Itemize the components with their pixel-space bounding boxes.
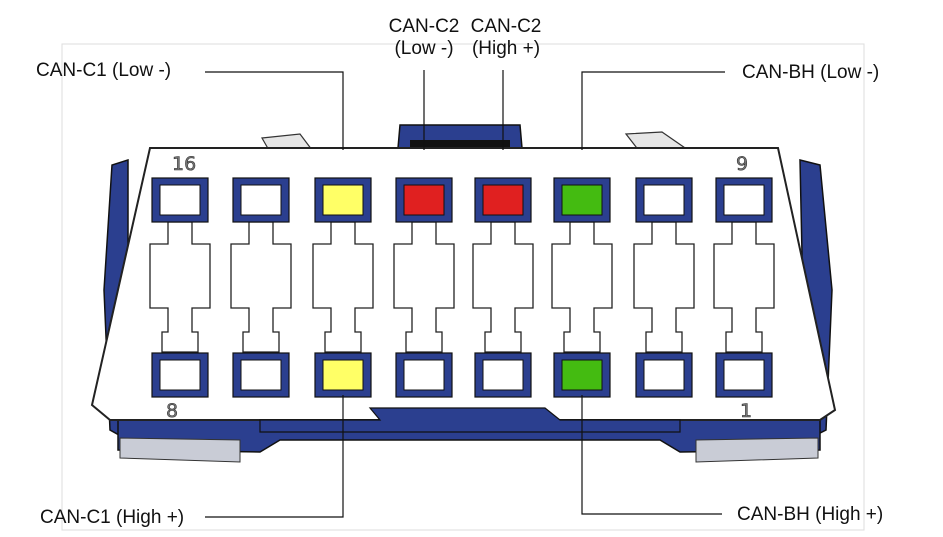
terminal-cavity <box>633 221 695 353</box>
pin-grid <box>151 177 773 398</box>
pin-contact-empty <box>240 184 282 216</box>
pin-contact-empty <box>159 184 201 216</box>
frame-border <box>61 43 865 531</box>
pin-contact-empty <box>723 359 765 391</box>
pin-bottom-5 <box>474 352 532 398</box>
pin-top-3 <box>314 177 372 223</box>
pin-bottom-1 <box>151 352 209 398</box>
pin-top-6 <box>553 177 611 223</box>
terminal-cavity <box>312 221 374 353</box>
pin-contact-empty <box>240 359 282 391</box>
pin-contact-empty <box>723 184 765 216</box>
pin-top-5 <box>474 177 532 223</box>
terminal-cavity <box>230 221 292 353</box>
label-can-c2-high: CAN-C2 (High +) <box>464 16 548 60</box>
pin-bottom-4 <box>395 352 453 398</box>
terminal-cavity <box>149 221 211 353</box>
label-can-c1-high: CAN-C1 (High +) <box>40 507 185 528</box>
pin-contact-empty <box>643 359 685 391</box>
terminal-cavities <box>149 221 775 353</box>
label-can-c2-low: CAN-C2 (Low -) <box>384 16 464 60</box>
label-can-c2-low-line1: CAN-C2 <box>388 16 460 37</box>
pin-bottom-6 <box>553 352 611 398</box>
pin-bottom-8 <box>715 352 773 398</box>
label-can-bh-high: CAN-BH (High +) <box>737 504 884 525</box>
label-can-c2-high-line2: (High +) <box>471 38 541 59</box>
pin-contact-empty <box>159 359 201 391</box>
bottom-rail <box>259 407 681 433</box>
pin-contact-green <box>561 184 603 216</box>
terminal-cavity <box>472 221 534 353</box>
pin-top-2 <box>232 177 290 223</box>
pin-contact-empty <box>403 359 445 391</box>
leader-can-c1-low <box>205 71 344 150</box>
leader-lines <box>205 70 725 518</box>
terminal-cavity <box>393 221 455 353</box>
label-can-c2-low-line2: (Low -) <box>394 38 454 59</box>
pin-number-9: 9 <box>736 153 748 175</box>
terminal-cavity <box>713 221 775 353</box>
leader-can-bh-low <box>581 71 725 150</box>
pin-top-1 <box>151 177 209 223</box>
pin-top-8 <box>715 177 773 223</box>
pin-number-16: 16 <box>172 153 196 175</box>
pin-bottom-7 <box>635 352 693 398</box>
pin-contact-yellow <box>322 359 364 391</box>
pin-contact-red <box>403 184 445 216</box>
label-can-c1-low: CAN-C1 (Low -) <box>36 60 172 81</box>
terminal-cavity <box>551 221 613 353</box>
bottom-right-foot <box>695 437 819 463</box>
label-can-c2-high-line1: CAN-C2 <box>470 16 542 37</box>
pin-top-4 <box>395 177 453 223</box>
bottom-left-foot <box>119 437 241 463</box>
pin-bottom-3 <box>314 352 372 398</box>
pin-contact-empty <box>643 184 685 216</box>
pin-contact-empty <box>482 359 524 391</box>
pin-top-7 <box>635 177 693 223</box>
pin-contact-yellow <box>322 184 364 216</box>
pin-number-1: 1 <box>740 400 752 422</box>
leader-can-c1-high <box>205 395 344 518</box>
pin-number-8: 8 <box>166 400 178 422</box>
pin-contact-red <box>482 184 524 216</box>
pin-bottom-2 <box>232 352 290 398</box>
label-can-bh-low: CAN-BH (Low -) <box>742 62 880 83</box>
pin-contact-green <box>561 359 603 391</box>
leader-can-bh-high <box>581 395 722 515</box>
